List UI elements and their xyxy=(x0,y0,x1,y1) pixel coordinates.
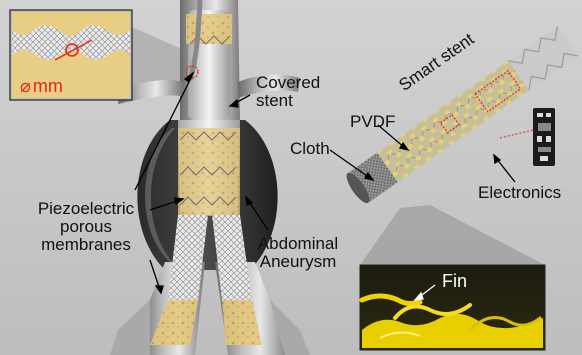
covered-stent-line1: Covered xyxy=(256,74,320,92)
fin-label: Fin xyxy=(442,272,467,290)
covered-stent-line2: stent xyxy=(256,92,320,110)
piezo-line1: Piezoelectric xyxy=(16,200,156,218)
scale-label: ⌀mm xyxy=(20,77,63,95)
covered-stent-label: Covered stent xyxy=(256,74,320,110)
electronics-label: Electronics xyxy=(478,184,561,202)
aneurysm-line2: Aneurysm xyxy=(248,253,348,271)
electronics-chip xyxy=(533,108,555,166)
cloth-label: Cloth xyxy=(290,140,330,158)
pvdf-label: PVDF xyxy=(350,113,395,131)
chip-link xyxy=(500,130,533,138)
scale-unit: mm xyxy=(33,76,63,96)
piezo-membranes-label: Piezoelectric porous membranes xyxy=(16,200,156,254)
abdominal-aneurysm-label: Abdominal Aneurysm xyxy=(248,235,348,271)
piezo-line2: porous xyxy=(16,218,156,236)
aneurysm-line1: Abdominal xyxy=(248,235,348,253)
piezo-line3: membranes xyxy=(16,236,156,254)
diameter-symbol: ⌀ xyxy=(20,76,31,96)
zoom-beam xyxy=(360,205,545,265)
